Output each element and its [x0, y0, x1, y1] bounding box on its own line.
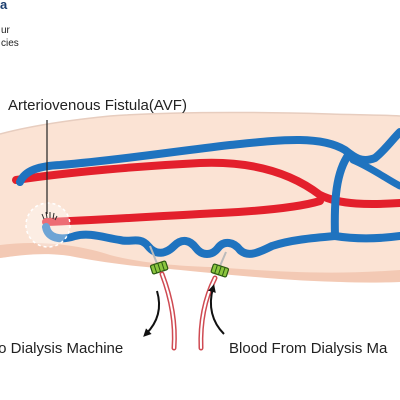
- fistula-stitches: [41, 211, 58, 221]
- to-dialysis-machine-label: to Dialysis Machine: [0, 340, 124, 357]
- outflow-arrow: [143, 290, 161, 337]
- arterial-needle-shaft: [149, 245, 159, 267]
- venous-needle-shaft: [219, 251, 227, 267]
- forearm-edge: [0, 111, 400, 135]
- brand-logo-text: a: [0, 0, 8, 12]
- upper-vein: [16, 128, 400, 186]
- lower-vein: [331, 232, 400, 243]
- arterial-needle-hub: [149, 260, 169, 275]
- tagline-line-1: ur: [1, 25, 10, 36]
- arterialized-vein: [42, 223, 339, 258]
- radial-artery: [42, 197, 324, 226]
- connecting-vein: [330, 150, 353, 240]
- venous-needle-hub: [210, 263, 230, 278]
- forearm-shadow: [0, 243, 400, 283]
- from-dialysis-machine-label: Blood From Dialysis Ma: [229, 340, 388, 357]
- inflow-arrow: [208, 284, 225, 335]
- avf-label: Arteriovenous Fistula(AVF): [8, 97, 187, 114]
- fistula-highlight-circle: [25, 202, 71, 248]
- upper-artery: [12, 158, 400, 209]
- arterial-tube-core: [161, 273, 176, 349]
- tagline-line-2: cies: [1, 38, 19, 49]
- venous-tube-core: [199, 277, 216, 349]
- connecting-vein-branch: [349, 156, 400, 190]
